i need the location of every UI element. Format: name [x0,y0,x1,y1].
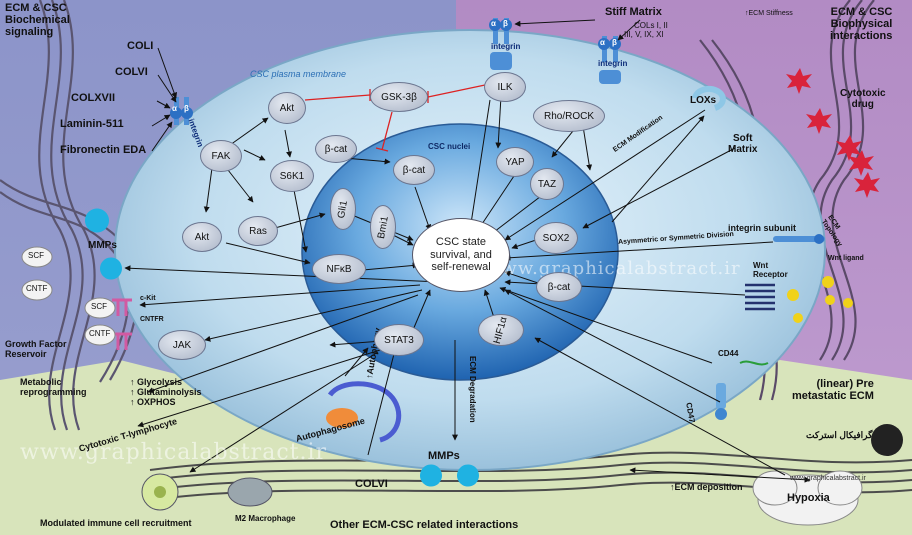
watermark: www.graphicalabstract.ir [485,258,741,279]
growth-factor-circles [21,246,116,346]
t-lymphocyte-icon [141,473,179,511]
colvi-label: COLVI [115,66,148,78]
loxs-label: LOXs [690,95,717,106]
node-sox2: SOX2 [534,222,578,254]
scf-label: SCF [91,302,107,311]
integrin-beta: β [184,104,189,113]
node-akt-top: Akt [268,92,306,124]
integrin-right-icon [598,36,621,84]
fibronectin-label: Fibronectin EDA [60,144,147,156]
node-gli1: Gli1 [330,188,356,230]
membrane-label: CSC plasma membrane [250,69,347,79]
integrin-subunit-label: integrin subunit [728,223,796,233]
wnt-ligand-icons [787,276,853,323]
integrin-label: integrin [491,42,521,51]
integrin-alpha: α [600,38,605,47]
node-s6k1: S6K1 [270,160,314,192]
integrin-alpha: α [172,104,177,113]
watermark: www.graphicalabstract.ir [20,440,328,465]
integrin-alpha: α [491,19,496,28]
mmps-label: MMPs [88,240,117,251]
node-ilk: ILK [484,72,526,102]
wnt-ligand-label: Wnt ligand [828,255,864,262]
ecm-deposition-label: ↑ECM deposition [670,482,743,492]
logo-url: www.graphicalabstract.ir [790,475,866,482]
mmps-icons [85,208,479,487]
wnt-receptor-icon [745,283,775,311]
laminin-label: Laminin-511 [60,118,124,130]
node-fak: FAK [200,140,242,172]
integrin-subunit-icon [773,234,825,244]
cytotoxic-drug-icons [786,68,880,198]
node-gsk3b: GSK-3β [370,82,428,112]
node-stat3: STAT3 [374,324,424,356]
ecm-stiffness-label: ↑ECM Stiffness [745,10,793,17]
cntfr-label: CNTFR [140,316,164,323]
node-yap: YAP [496,147,534,177]
coli-label: COLI [127,40,154,52]
cntf-label: CNTF [89,329,111,338]
hypoxia-label: Hypoxia [787,492,830,504]
colvi-bottom-label: COLVI [355,478,388,490]
scf-label: SCF [28,251,44,260]
integrin-beta: β [612,38,617,47]
inhibition-arrows [304,84,486,152]
node-taz: TAZ [530,168,564,200]
colxvii-label: COLXVII [71,92,116,104]
cd44-label: CD44 [718,349,739,358]
immune-label: Modulated immune cell recruitment [40,518,192,528]
cd44-cd47-icons [715,360,769,420]
logo-mark [871,424,903,456]
integrin-left-icon [170,97,193,125]
integrin-top-icon [489,18,512,70]
integrin-label: integrin [598,59,628,68]
autophagosome-icon [326,381,402,443]
nuclei-label: CSC nuclei [428,142,471,151]
m2-label: M2 Macrophage [235,514,296,523]
ecm-degradation-label: ECM Degradation [468,356,477,423]
ckit-label: c-Kit [140,295,156,302]
title-other: Other ECM-CSC related interactions [330,519,519,531]
node-ras: Ras [238,216,278,246]
node-hif1a: HIF1α [478,314,524,346]
cntf-label: CNTF [26,284,48,293]
node-bcat-nuc: β-cat [393,155,435,185]
node-rho-rock: Rho/ROCK [533,100,605,132]
node-bmi1: Bmi1 [370,205,396,249]
integrin-beta: β [503,19,508,28]
metabolic-list: ↑ Glycolysis ↑ Glutaminolysis ↑ OXPHOS [130,377,202,407]
node-bcat-cyto: β-cat [315,135,357,163]
stiff-matrix-label: Stiff Matrix [605,6,662,18]
node-nfkb: NFκB [312,254,366,284]
macrophage-icon [227,477,273,507]
mmps-bottom-label: MMPs [428,450,460,462]
logo-text: گرافیکال استرکت [806,430,873,440]
node-bcat-right: β-cat [536,272,582,302]
node-akt-left: Akt [182,222,222,252]
loxs-icon [692,86,726,111]
node-jak: JAK [158,330,206,360]
